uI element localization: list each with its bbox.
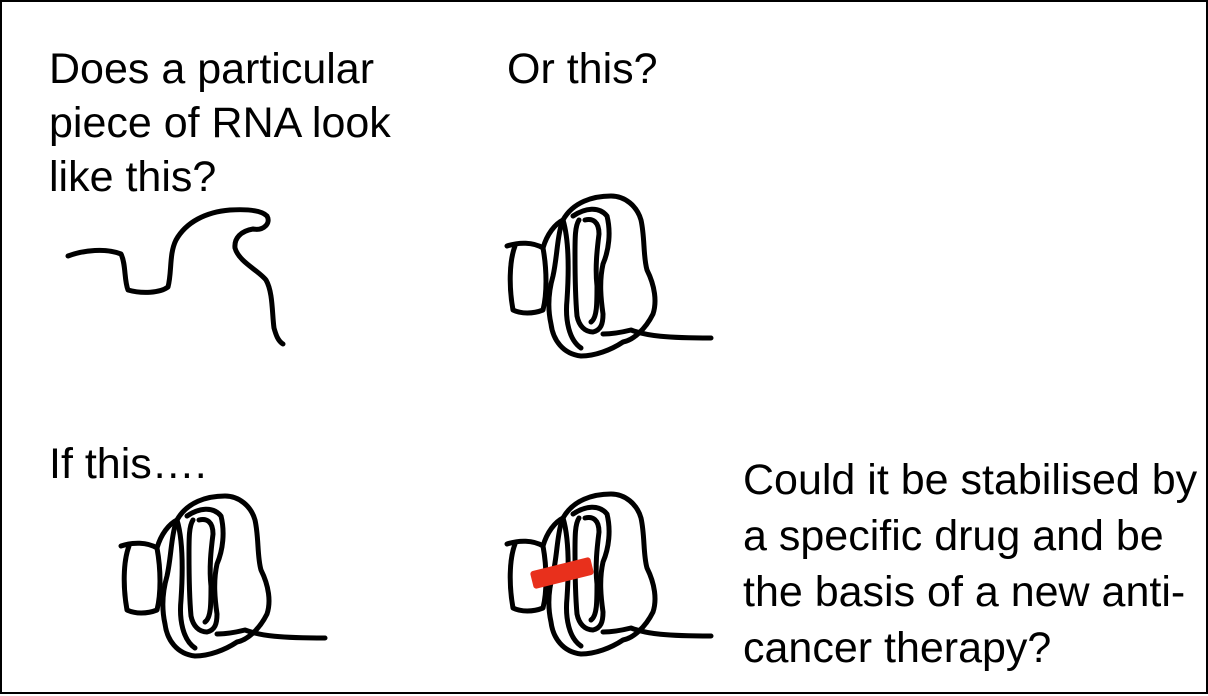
drug-molecule-icon <box>530 557 595 589</box>
folded-rna-icon-top <box>499 190 719 370</box>
folded-rna-g-quadruplex-icon <box>507 196 711 356</box>
folded-rna-with-drug-icon <box>499 488 719 668</box>
folded-rna-g-quadruplex-icon <box>121 496 325 656</box>
folded-rna-icon-bottom-left <box>113 490 333 670</box>
